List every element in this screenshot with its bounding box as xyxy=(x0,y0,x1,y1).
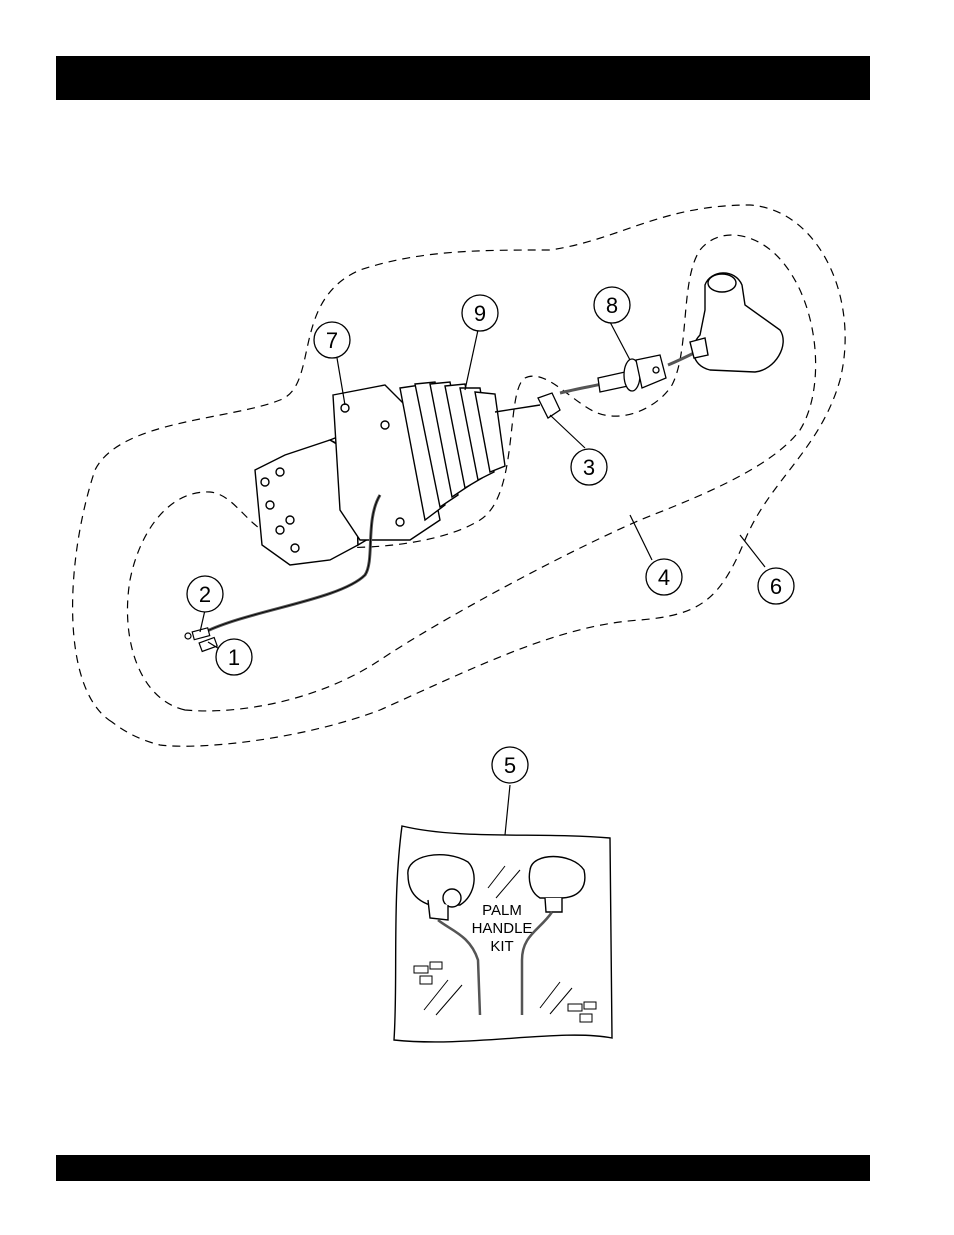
callout-9: 9 xyxy=(462,295,498,331)
svg-text:5: 5 xyxy=(504,753,516,778)
callout-1: 1 xyxy=(216,639,252,675)
callout-7: 7 xyxy=(314,322,350,358)
callout-3: 3 xyxy=(571,449,607,485)
svg-text:9: 9 xyxy=(474,301,486,326)
svg-text:2: 2 xyxy=(199,582,211,607)
kit-label-line3: KIT xyxy=(490,938,513,955)
callout-5: 5 xyxy=(492,747,528,783)
callout-4: 4 xyxy=(646,559,682,595)
callout-8: 8 xyxy=(594,287,630,323)
svg-text:4: 4 xyxy=(658,565,670,590)
retainer-8 xyxy=(624,350,700,391)
kit-label-line1: PALM xyxy=(482,902,522,919)
wire-connectors xyxy=(185,628,217,652)
handle-grip xyxy=(690,273,783,372)
svg-text:6: 6 xyxy=(770,574,782,599)
nut-3 xyxy=(538,372,628,418)
svg-text:3: 3 xyxy=(583,455,595,480)
svg-text:1: 1 xyxy=(228,645,240,670)
callout-2: 2 xyxy=(187,576,223,612)
palm-handle-kit-bag: PALM HANDLE KIT xyxy=(394,826,612,1042)
svg-text:7: 7 xyxy=(326,328,338,353)
callout-6: 6 xyxy=(758,568,794,604)
kit-label-line2: HANDLE xyxy=(472,920,533,937)
svg-text:8: 8 xyxy=(606,293,618,318)
joystick-assembly xyxy=(255,382,540,565)
